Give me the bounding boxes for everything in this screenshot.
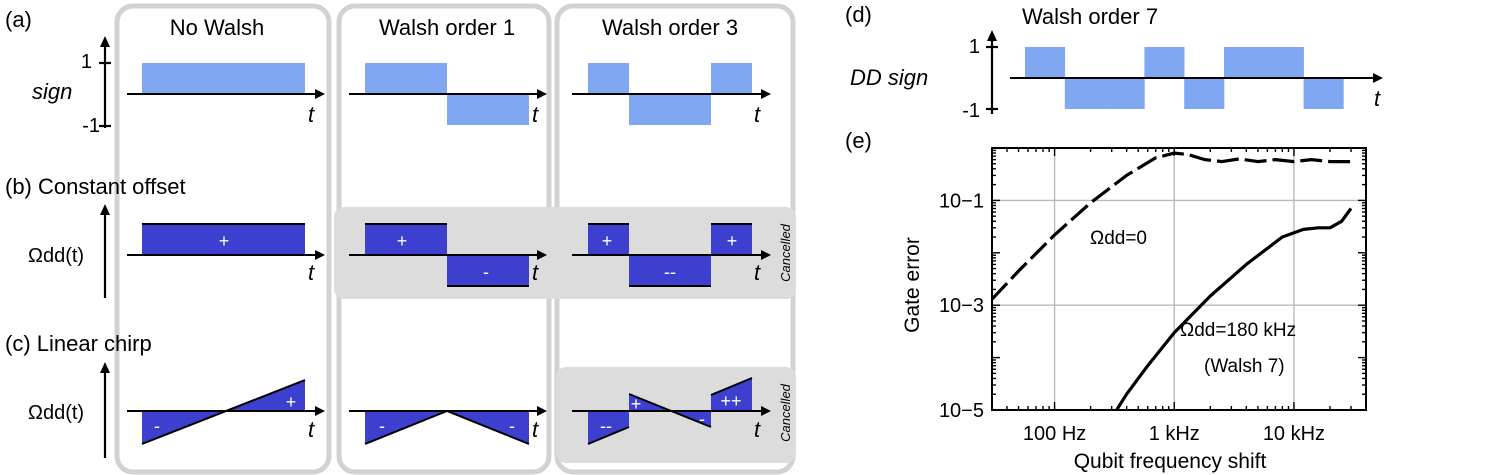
chart-frame: [991, 147, 1367, 411]
series-line-omega-zero: [992, 151, 1351, 301]
chirp-pulse: [588, 411, 629, 444]
chirp-pulse: [711, 378, 752, 411]
column-title-no-walsh: No Walsh: [170, 15, 265, 40]
t-label: t: [532, 417, 539, 442]
pulse-sign-plus: +: [219, 231, 230, 251]
t-label: t: [308, 417, 315, 442]
t-label: t: [308, 102, 315, 127]
row-a-tick-one: 1: [81, 51, 92, 73]
pulse-sign-plus: +: [631, 394, 642, 414]
row-a-sign-axis: [99, 36, 111, 128]
row-c-omega-label: Ωdd(t): [28, 402, 84, 424]
row-a-sign-label: sign: [32, 79, 72, 104]
chart-y-tick-label: 10−5: [939, 400, 984, 422]
walsh7-segment: [1184, 78, 1225, 109]
offset-pulse: [365, 224, 447, 255]
walsh7-segment: [1025, 47, 1066, 78]
pulse-sign-minus: -: [154, 416, 160, 436]
column-title-walsh7: Walsh order 7: [1022, 4, 1158, 29]
chart-y-axis-label: Gate error: [901, 237, 924, 333]
walsh7-segment: [1064, 78, 1105, 109]
t-label: t: [754, 417, 761, 442]
pulse-sign-minus: -: [379, 416, 385, 436]
chart-y-tick-label: 10−1: [939, 190, 984, 212]
series-label-walsh7: (Walsh 7): [1204, 356, 1285, 377]
column-title-walsh1: Walsh order 1: [379, 15, 515, 40]
row-b-omega-label: Ωdd(t): [28, 245, 84, 267]
cancelled-label-row-b: Cancelled: [778, 223, 793, 282]
pulse-sign-plus: +: [602, 231, 613, 251]
panel-label-d: (d): [845, 2, 872, 27]
pulse-sign-plus: +: [397, 231, 408, 251]
panel-label-c: (c) Linear chirp: [5, 331, 152, 356]
pulse-sign-double-minus: --: [600, 416, 612, 436]
t-label: t: [532, 102, 539, 127]
panel-d-time-axis: [1010, 73, 1383, 83]
t-label: t: [754, 102, 761, 127]
row-a-time-axes: [127, 89, 771, 99]
sign-pulse: [447, 94, 529, 125]
walsh7-sequence: [1025, 47, 1344, 109]
row-a-tick-minus-one: -1: [82, 115, 100, 137]
walsh7-segment: [1104, 78, 1145, 109]
pulse-sign-plus: +: [727, 231, 738, 251]
panel-label-b: (b) Constant offset: [5, 174, 186, 199]
column-frame-no-walsh: [114, 3, 332, 475]
series-label-omega-180: Ωdd=180 kHz: [1180, 320, 1296, 341]
chart-x-axis-label: Qubit frequency shift: [1074, 450, 1267, 473]
walsh7-segment: [1224, 47, 1265, 78]
panel-d-tick-minus-one: -1: [962, 100, 980, 122]
chart-y-tick-label: 10−3: [939, 295, 984, 317]
t-label: t: [754, 260, 761, 285]
pulse-sign-minus: -: [509, 416, 515, 436]
sign-pulse: [711, 63, 752, 94]
panel-d-tick-one: 1: [969, 36, 980, 58]
pulse-sign-double-minus: --: [664, 262, 676, 282]
offset-pulse: [588, 224, 629, 255]
offset-pulse: [142, 224, 305, 255]
sign-pulse: [142, 63, 305, 94]
pulse-sign-plus: +: [286, 392, 297, 412]
pulse-sign-minus: -: [699, 409, 705, 429]
pulse-sign-double-plus: ++: [720, 391, 741, 411]
chart-x-tick-label: 1 kHz: [1149, 423, 1200, 445]
row-c-time-axes: [127, 406, 771, 416]
walsh7-segment: [1263, 47, 1304, 78]
t-label: t: [532, 260, 539, 285]
series-line-omega-180: [1115, 207, 1353, 410]
row-b-time-axes: [127, 250, 771, 260]
panel-d-axis: [986, 30, 998, 114]
offset-pulse: [629, 255, 711, 286]
row-b-omega-axis: [100, 204, 110, 298]
gate-error-chart: 100 Hz 1 kHz 10 kHz 10−1 10−3 10−5: [939, 147, 1367, 445]
cancelled-label-row-c: Cancelled: [778, 383, 793, 442]
sign-pulse: [365, 63, 447, 94]
panel-label-a: (a): [5, 7, 32, 32]
panel-label-e: (e): [845, 128, 872, 153]
walsh7-segment: [1144, 47, 1185, 78]
pulse-sign-minus: -: [483, 262, 489, 282]
chart-x-tick-label: 100 Hz: [1023, 423, 1086, 445]
t-label: t: [308, 260, 315, 285]
offset-pulse: [447, 255, 529, 286]
t-label: t: [1374, 86, 1381, 111]
walsh7-segment: [1303, 78, 1344, 109]
column-title-walsh3: Walsh order 3: [602, 15, 738, 40]
panel-d-dd-sign-label: DD sign: [850, 65, 928, 90]
series-label-omega-zero: Ωdd=0: [1090, 228, 1147, 249]
sign-pulse: [629, 94, 711, 125]
row-c-omega-axis: [100, 362, 110, 458]
chart-x-tick-label: 10 kHz: [1263, 423, 1325, 445]
sign-pulse: [588, 63, 629, 94]
offset-pulse: [711, 224, 752, 255]
